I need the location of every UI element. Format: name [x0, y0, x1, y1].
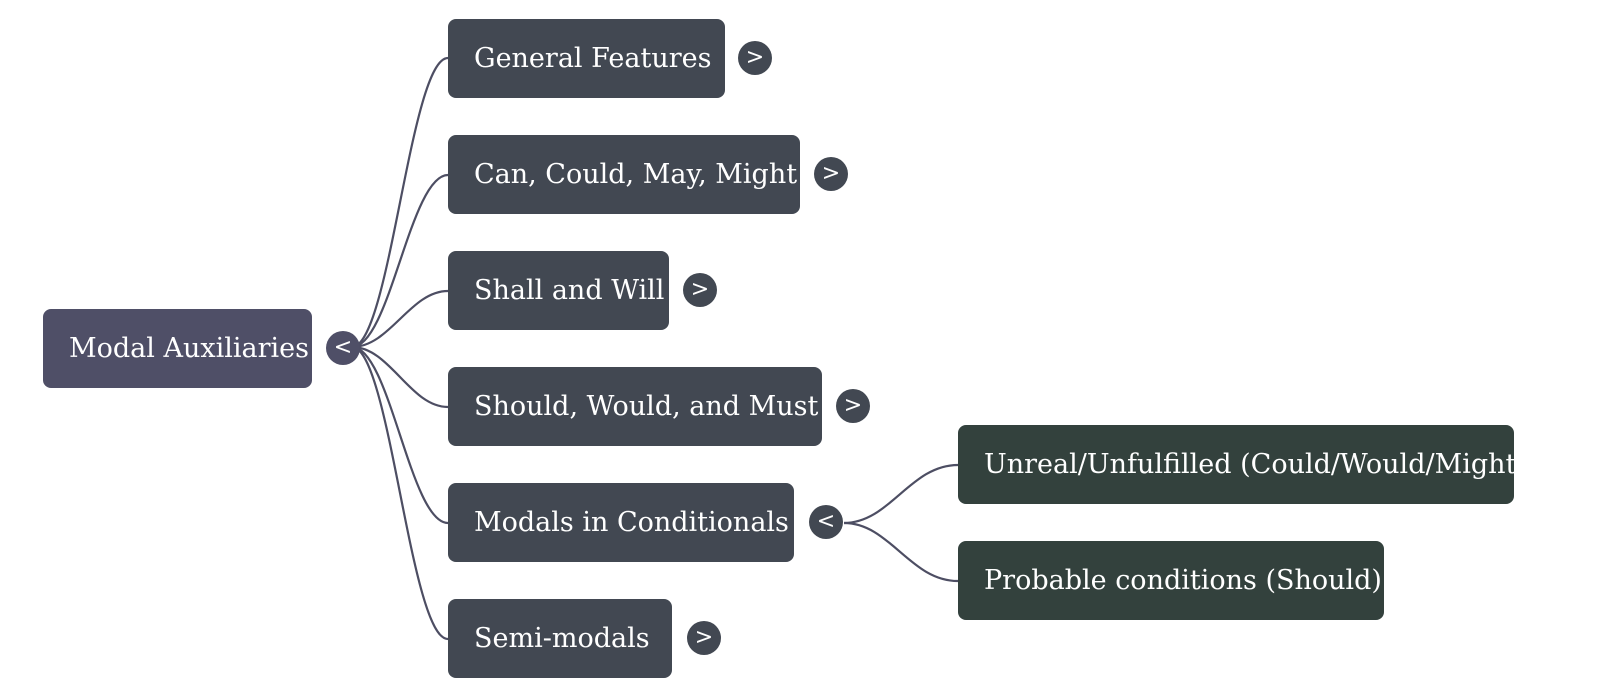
branch-node-shall-and-will[interactable]: Shall and Will: [448, 251, 669, 330]
expand-toggle-semi-modals[interactable]: >: [687, 621, 721, 655]
expand-toggle-shall-and-will[interactable]: >: [683, 273, 717, 307]
branch-node-label: Semi-modals: [474, 623, 650, 654]
link-root-should-would: [351, 345, 449, 409]
branch-node-semi-modals[interactable]: Semi-modals: [448, 599, 672, 678]
branch-node-label: Should, Would, and Must: [474, 391, 819, 422]
branch-node-label: Can, Could, May, Might: [474, 159, 798, 190]
link-root-conditionals: [351, 345, 449, 525]
branch-node-can-could-may-might[interactable]: Can, Could, May, Might: [448, 135, 800, 214]
expand-toggle-should-would-must[interactable]: >: [836, 389, 870, 423]
collapse-toggle-modals-in-conditionals[interactable]: <: [809, 505, 843, 539]
link-conditionals-probable: [843, 521, 959, 583]
link-root-general-features: [351, 56, 449, 349]
branch-node-label: General Features: [474, 43, 712, 74]
root-collapse-toggle[interactable]: <: [326, 331, 360, 365]
link-root-semi-modals: [351, 345, 449, 641]
branch-node-should-would-must[interactable]: Should, Would, and Must: [448, 367, 822, 446]
root-node-label: Modal Auxiliaries: [69, 333, 309, 364]
expand-toggle-general-features[interactable]: >: [738, 41, 772, 75]
leaf-node-label: Unreal/Unfulfilled (Could/Would/Might): [984, 449, 1527, 480]
branch-node-label: Shall and Will: [474, 275, 665, 306]
branch-node-label: Modals in Conditionals: [474, 507, 789, 538]
root-node-modal-auxiliaries[interactable]: Modal Auxiliaries: [43, 309, 312, 388]
link-conditionals-unreal: [843, 463, 959, 525]
branch-node-general-features[interactable]: General Features: [448, 19, 725, 98]
leaf-node-label: Probable conditions (Should): [984, 565, 1382, 596]
link-root-can-could: [351, 173, 449, 349]
branch-node-modals-in-conditionals[interactable]: Modals in Conditionals: [448, 483, 794, 562]
leaf-node-probable-conditions[interactable]: Probable conditions (Should): [958, 541, 1384, 620]
leaf-node-unreal-unfulfilled[interactable]: Unreal/Unfulfilled (Could/Would/Might): [958, 425, 1527, 504]
link-root-shall-will: [351, 289, 449, 349]
expand-toggle-can-could-may-might[interactable]: >: [814, 157, 848, 191]
